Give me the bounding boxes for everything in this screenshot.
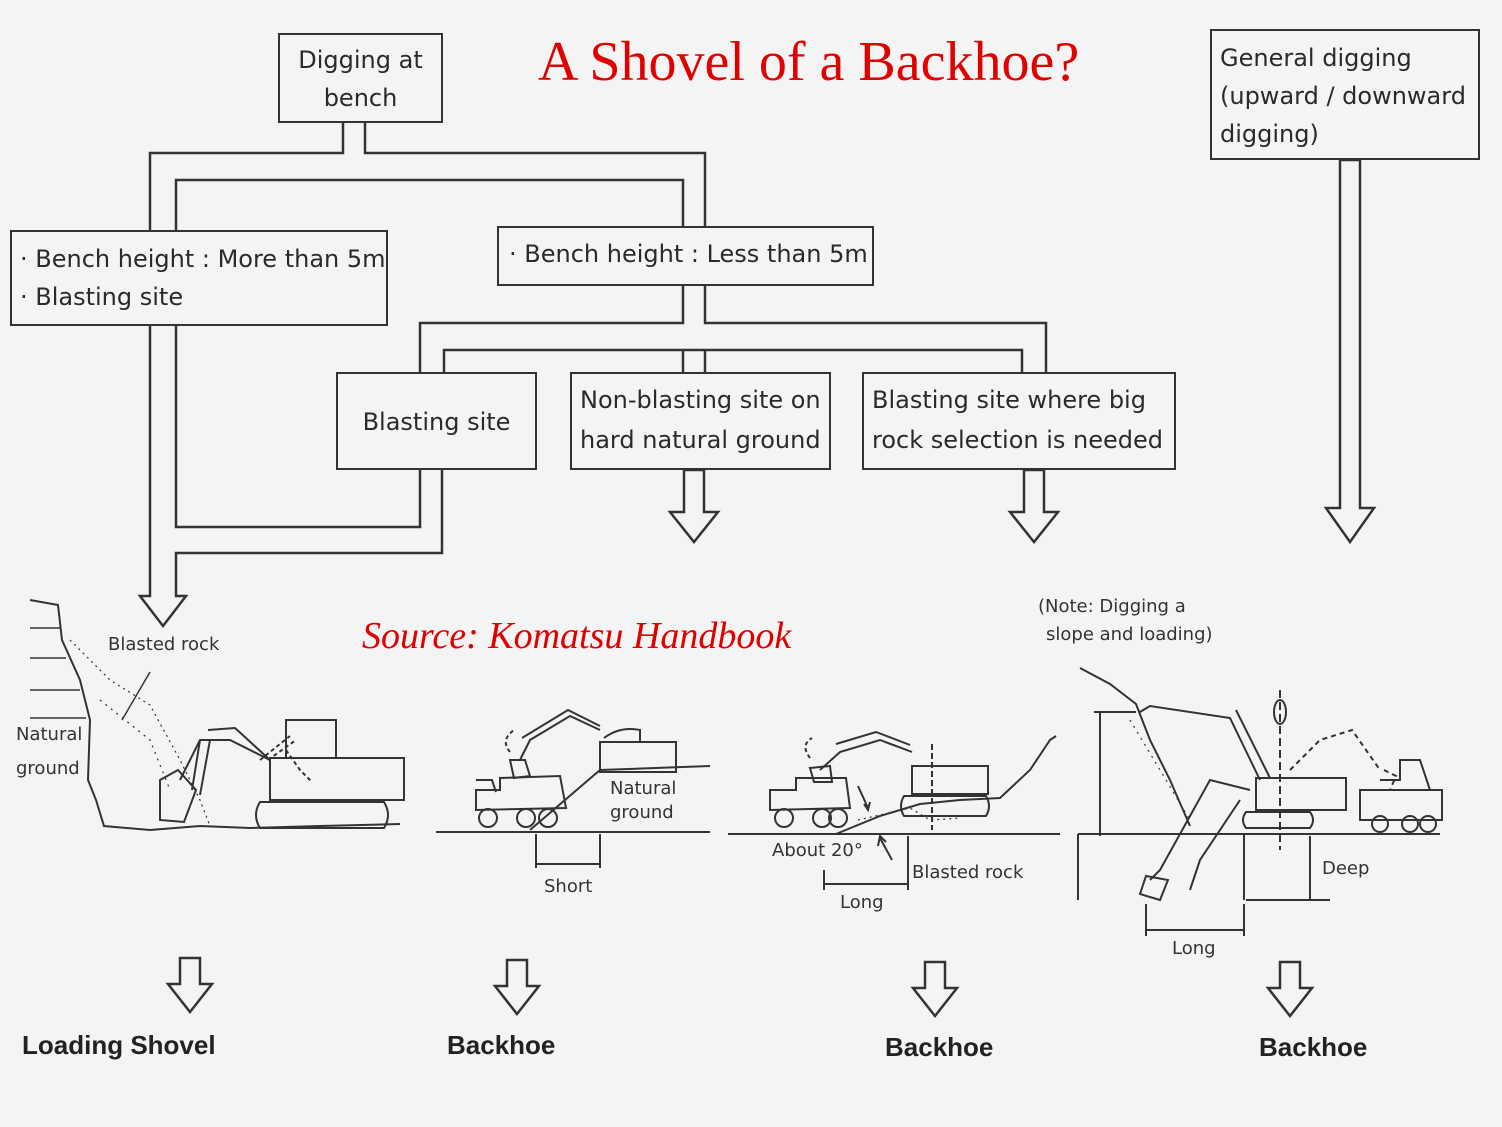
illustration-shovel	[29, 599, 405, 832]
arrow-non-blasting	[667, 468, 721, 545]
page-title: A Shovel of a Backhoe?	[538, 31, 1080, 93]
connector-less-left	[418, 286, 685, 372]
connector-less-outer	[703, 286, 1048, 372]
result-backhoe-1: Backhoe	[447, 1030, 556, 1060]
illustration-backhoe-short	[436, 708, 711, 868]
result-loading-shovel: Loading Shovel	[22, 1030, 216, 1060]
label-natural-ground-1b: ground	[16, 758, 80, 779]
connector-less-inner	[442, 348, 1024, 372]
connector-loop-top	[174, 178, 685, 230]
box-bench-more-line-1: · Bench height : More than 5m	[20, 245, 386, 273]
result-backhoe-3: Backhoe	[1259, 1032, 1368, 1062]
box-big-rock-line-2: rock selection is needed	[872, 426, 1164, 454]
illustration-backhoe-deep	[1077, 667, 1443, 936]
box-bench-more-line-2: · Blasting site	[20, 283, 184, 311]
label-note-1: (Note: Digging a	[1038, 596, 1186, 617]
label-long-4: Long	[1172, 938, 1216, 959]
label-short: Short	[544, 876, 593, 897]
box-non-blasting-line-1: Non-blasting site on	[580, 386, 821, 414]
connector-bench-outer	[148, 123, 345, 230]
box-bench-less-line-1: · Bench height : Less than 5m	[509, 240, 868, 268]
arrow-result-2	[492, 958, 542, 1017]
result-backhoe-2: Backhoe	[885, 1032, 994, 1062]
label-note-2: slope and loading)	[1046, 624, 1213, 645]
box-digging-at-bench-line-2: bench	[323, 84, 398, 112]
box-big-rock: Blasting site where big rock selection i…	[862, 372, 1176, 470]
label-natural-ground-2a: Natural	[610, 778, 677, 799]
arrow-result-3	[910, 960, 960, 1019]
arrow-shovel	[137, 590, 189, 629]
box-digging-at-bench: Digging at bench	[278, 33, 443, 123]
box-non-blasting-line-2: hard natural ground	[580, 426, 821, 454]
box-general-digging-line-1: General digging	[1220, 44, 1412, 72]
label-natural-ground-2b: ground	[610, 802, 674, 823]
connector-bench-inner	[363, 123, 707, 226]
box-general-digging-line-3: digging)	[1220, 120, 1319, 148]
arrow-big-rock	[1007, 468, 1061, 545]
label-about-20: About 20°	[772, 840, 863, 861]
label-deep: Deep	[1322, 858, 1370, 879]
label-long-3: Long	[840, 892, 884, 913]
box-digging-at-bench-line-1: Digging at	[298, 46, 423, 74]
label-blasted-rock-1: Blasted rock	[108, 634, 220, 655]
box-bench-more: · Bench height : More than 5m · Blasting…	[10, 230, 388, 326]
box-general-digging: General digging (upward / downward diggi…	[1210, 29, 1480, 160]
arrow-general	[1323, 158, 1377, 545]
arrow-result-4	[1265, 960, 1315, 1019]
box-non-blasting: Non-blasting site on hard natural ground	[570, 372, 831, 470]
connector-shovel-shaft-r	[174, 470, 444, 590]
illustration-backhoe-long	[728, 730, 1060, 890]
label-natural-ground-1a: Natural	[16, 724, 83, 745]
box-bench-less: · Bench height : Less than 5m	[497, 226, 874, 286]
connector-loop-left	[174, 325, 422, 529]
source-caption: Source: Komatsu Handbook	[362, 615, 792, 657]
label-blasted-rock-3: Blasted rock	[912, 862, 1024, 883]
arrow-result-1	[165, 956, 215, 1015]
box-general-digging-line-2: (upward / downward	[1220, 82, 1466, 110]
box-blasting-site-line-1: Blasting site	[362, 408, 511, 436]
box-blasting-site: Blasting site	[336, 372, 537, 470]
box-big-rock-line-1: Blasting site where big	[872, 386, 1146, 414]
